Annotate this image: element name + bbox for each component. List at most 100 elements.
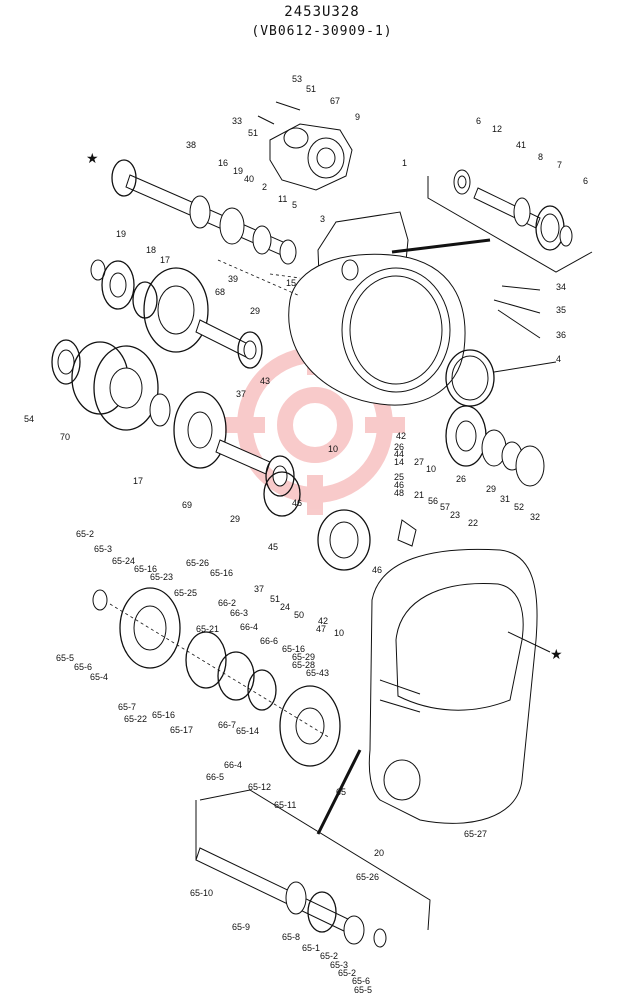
star-icon: ★ — [86, 152, 99, 167]
part-label: 37 — [254, 584, 264, 594]
part-label: 65-2 — [338, 968, 356, 978]
part-label: 29 — [230, 514, 240, 524]
part-label: 5 — [292, 200, 297, 210]
part-label: 44 — [394, 449, 404, 459]
part-label: 67 — [330, 96, 340, 106]
part-label: 32 — [530, 512, 540, 522]
part-label: 65-16 — [282, 644, 305, 654]
part-label: 66-3 — [230, 608, 248, 618]
part-label: 33 — [232, 116, 242, 126]
part-label: 29 — [250, 306, 260, 316]
part-label: 66-4 — [240, 622, 258, 632]
part-label: 46 — [394, 480, 404, 490]
part-label: 10 — [426, 464, 436, 474]
part-label: 51 — [248, 128, 258, 138]
part-label: 31 — [500, 494, 510, 504]
part-label: 2 — [262, 182, 267, 192]
part-label: 36 — [556, 330, 566, 340]
part-label: 35 — [556, 305, 566, 315]
part-code: 2453U328 — [284, 4, 360, 20]
part-label: 8 — [538, 152, 543, 162]
part-label: 65-43 — [306, 668, 329, 678]
part-label: 65-6 — [74, 662, 92, 672]
gear-cluster-68-icon — [90, 259, 263, 369]
part-label: 11 — [278, 194, 287, 204]
part-label: 65-12 — [248, 782, 271, 792]
part-label: 7 — [557, 160, 562, 170]
part-label: 65-5 — [354, 985, 372, 995]
part-label: 65-14 — [236, 726, 259, 736]
part-label: 10 — [334, 628, 344, 638]
part-label: 46 — [372, 565, 382, 575]
part-label: 66-7 — [218, 720, 236, 730]
part-label: 18 — [146, 245, 156, 255]
part-label: 42 — [318, 616, 328, 626]
part-label: 65-2 — [76, 529, 94, 539]
part-label: 65-1 — [302, 943, 320, 953]
part-label: 20 — [374, 848, 384, 858]
part-label: 54 — [24, 414, 34, 424]
coupling-50-icon — [263, 471, 417, 571]
part-label: 65-23 — [150, 572, 173, 582]
part-label: 69 — [182, 500, 192, 510]
part-label: 68 — [215, 287, 225, 297]
part-label: 51 — [306, 84, 316, 94]
part-label: 65-6 — [352, 976, 370, 986]
part-label: 66-5 — [206, 772, 224, 782]
part-label: 46 — [292, 498, 302, 508]
part-label: 66-6 — [260, 636, 278, 646]
part-label: 6 — [583, 176, 588, 186]
part-label: 42 — [396, 431, 406, 441]
clutch-65-icon — [92, 587, 341, 767]
part-label: 65-25 — [174, 588, 197, 598]
part-label: 29 — [486, 484, 496, 494]
part-label: 65-26 — [186, 558, 209, 568]
part-label: 38 — [186, 140, 196, 150]
part-label: 39 — [228, 274, 238, 284]
part-label: 65-9 — [232, 922, 250, 932]
part-label: 65-17 — [170, 725, 193, 735]
part-label: 15 — [286, 278, 296, 288]
part-label: 12 — [492, 124, 502, 134]
part-label: 16 — [218, 158, 228, 168]
part-label: 22 — [468, 518, 478, 528]
divider-line — [316, 749, 362, 835]
part-label: 65-3 — [94, 544, 112, 554]
part-label: 6 — [476, 116, 481, 126]
part-label: 65-4 — [90, 672, 108, 682]
gear-26-icon — [445, 405, 545, 487]
part-label: 65-22 — [124, 714, 147, 724]
part-label: 19 — [233, 166, 243, 176]
part-label: 65-11 — [274, 800, 296, 810]
part-label: 45 — [268, 542, 278, 552]
part-label: 21 — [414, 490, 424, 500]
part-label: 52 — [514, 502, 524, 512]
pump-icon — [257, 101, 353, 191]
part-label: 65-29 — [292, 652, 315, 662]
part-label: 65-16 — [210, 568, 233, 578]
part-label: 65-26 — [356, 872, 379, 882]
part-label: 65-10 — [190, 888, 213, 898]
part-label: 34 — [556, 282, 566, 292]
part-label: 56 — [428, 496, 438, 506]
part-label: 10 — [328, 444, 338, 454]
part-label: 19 — [116, 229, 126, 239]
shaft-41-icon — [453, 169, 573, 251]
part-label: 37 — [236, 389, 246, 399]
part-label: 53 — [292, 74, 302, 84]
part-label: 3 — [320, 214, 325, 224]
part-label: 26 — [456, 474, 466, 484]
part-label: 51 — [270, 594, 280, 604]
part-label: 65-16 — [152, 710, 175, 720]
part-label: 65-21 — [196, 624, 219, 634]
part-label: 66-2 — [218, 598, 236, 608]
part-label: 25 — [394, 472, 404, 482]
diagram-ref: (VB0612-30909-1) — [251, 24, 393, 39]
part-label: 65-16 — [134, 564, 157, 574]
part-label: 40 — [244, 174, 254, 184]
gear-69-icon — [173, 391, 295, 497]
part-label: 26 — [394, 442, 404, 452]
part-label: 48 — [394, 488, 404, 498]
